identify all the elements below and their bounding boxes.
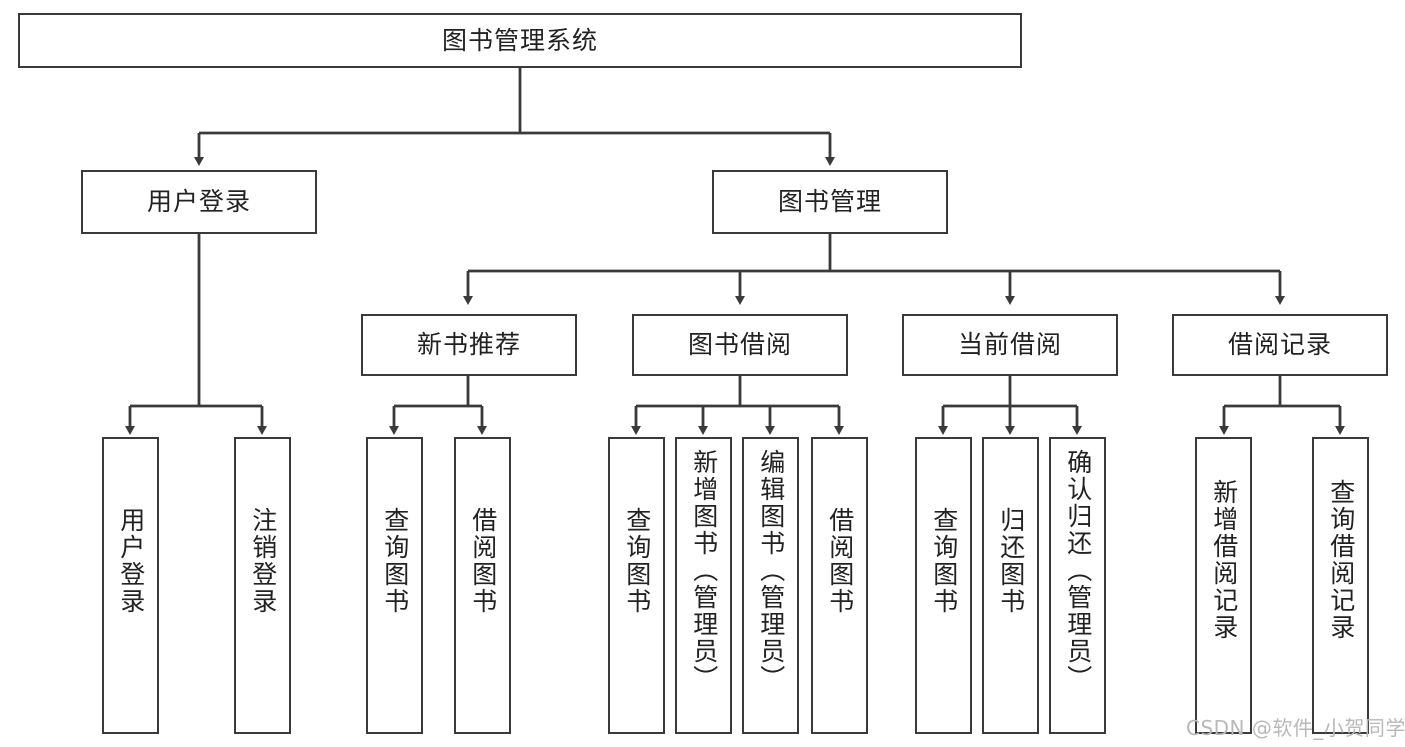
node-book-manage[interactable]: 图书管理 <box>712 170 948 234</box>
node-book-borrow[interactable]: 图书借阅 <box>632 314 848 376</box>
node-leaf-query-book-2-label: 查询图书 <box>622 507 652 615</box>
node-leaf-borrow-book-2-label: 借阅图书 <box>825 507 855 615</box>
node-new-book-rec-label: 新书推荐 <box>416 330 521 360</box>
node-leaf-query-book-3-label: 查询图书 <box>929 507 959 615</box>
node-leaf-query-book-2[interactable]: 查询图书 <box>608 437 665 734</box>
node-borrow-record[interactable]: 借阅记录 <box>1172 314 1388 376</box>
node-leaf-query-record-label: 查询借阅记录 <box>1326 479 1356 641</box>
node-leaf-user-logout[interactable]: 注销登录 <box>234 437 291 734</box>
node-leaf-borrow-book-1-label: 借阅图书 <box>468 507 498 615</box>
node-leaf-add-book-label: 新增图书（管理员） <box>689 449 719 692</box>
node-leaf-user-login[interactable]: 用户登录 <box>102 437 159 734</box>
node-root-label: 图书管理系统 <box>441 25 598 55</box>
node-leaf-confirm-return-label: 确认归还（管理员） <box>1063 449 1093 692</box>
node-root[interactable]: 图书管理系统 <box>18 13 1022 68</box>
node-book-manage-label: 图书管理 <box>777 187 882 217</box>
node-leaf-edit-book-label: 编辑图书（管理员） <box>756 449 786 692</box>
node-current-borrow[interactable]: 当前借阅 <box>902 314 1118 376</box>
node-user-login-label: 用户登录 <box>146 187 251 217</box>
node-leaf-confirm-return[interactable]: 确认归还（管理员） <box>1049 437 1106 734</box>
node-leaf-user-logout-label: 注销登录 <box>248 507 278 615</box>
node-leaf-add-record[interactable]: 新增借阅记录 <box>1195 437 1252 734</box>
node-leaf-return-book[interactable]: 归还图书 <box>982 437 1039 734</box>
node-leaf-query-book-3[interactable]: 查询图书 <box>915 437 972 734</box>
node-leaf-user-login-label: 用户登录 <box>116 507 146 615</box>
node-leaf-add-book[interactable]: 新增图书（管理员） <box>675 437 732 734</box>
node-leaf-edit-book[interactable]: 编辑图书（管理员） <box>742 437 799 734</box>
watermark: CSDN @软件_小贺同学 <box>1186 716 1405 740</box>
node-leaf-add-record-label: 新增借阅记录 <box>1209 479 1239 641</box>
node-book-borrow-label: 图书借阅 <box>687 330 792 360</box>
node-leaf-borrow-book-1[interactable]: 借阅图书 <box>454 437 511 734</box>
node-leaf-query-book-1[interactable]: 查询图书 <box>366 437 423 734</box>
node-leaf-query-book-1-label: 查询图书 <box>380 507 410 615</box>
node-user-login[interactable]: 用户登录 <box>81 170 317 234</box>
node-current-borrow-label: 当前借阅 <box>957 330 1062 360</box>
node-borrow-record-label: 借阅记录 <box>1227 330 1332 360</box>
node-new-book-rec[interactable]: 新书推荐 <box>361 314 577 376</box>
node-leaf-borrow-book-2[interactable]: 借阅图书 <box>811 437 868 734</box>
node-leaf-query-record[interactable]: 查询借阅记录 <box>1312 437 1369 734</box>
node-leaf-return-book-label: 归还图书 <box>996 507 1026 615</box>
